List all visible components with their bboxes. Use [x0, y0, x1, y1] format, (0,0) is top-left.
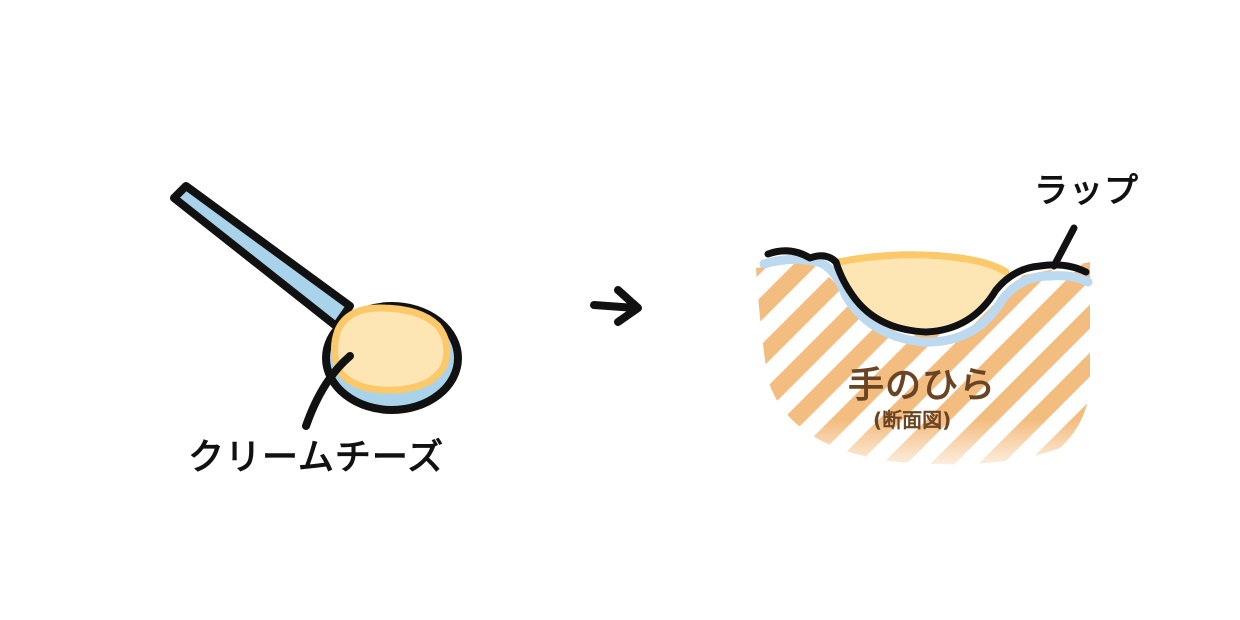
- spoon-handle: [170, 182, 354, 330]
- cheese-in-dent: [838, 254, 1006, 329]
- wrap-label: ラップ: [1034, 171, 1139, 211]
- wrap-film: [759, 254, 1093, 347]
- cross-section-label: (断面図): [873, 408, 952, 432]
- palm-cross-section: [756, 224, 1093, 465]
- palm-label: 手のひら: [848, 365, 997, 406]
- cream-cheese-leader-line: [302, 352, 354, 430]
- cream-cheese-label: クリームチーズ: [188, 437, 445, 478]
- wrap-leader-line: [1050, 224, 1078, 270]
- cream-cheese-blob: [331, 304, 451, 394]
- right-arrow-icon: [590, 286, 642, 326]
- palm-surface-outline: [764, 247, 1090, 336]
- cheese-top-edge: [834, 251, 1010, 276]
- spoon-illustration: [170, 182, 462, 430]
